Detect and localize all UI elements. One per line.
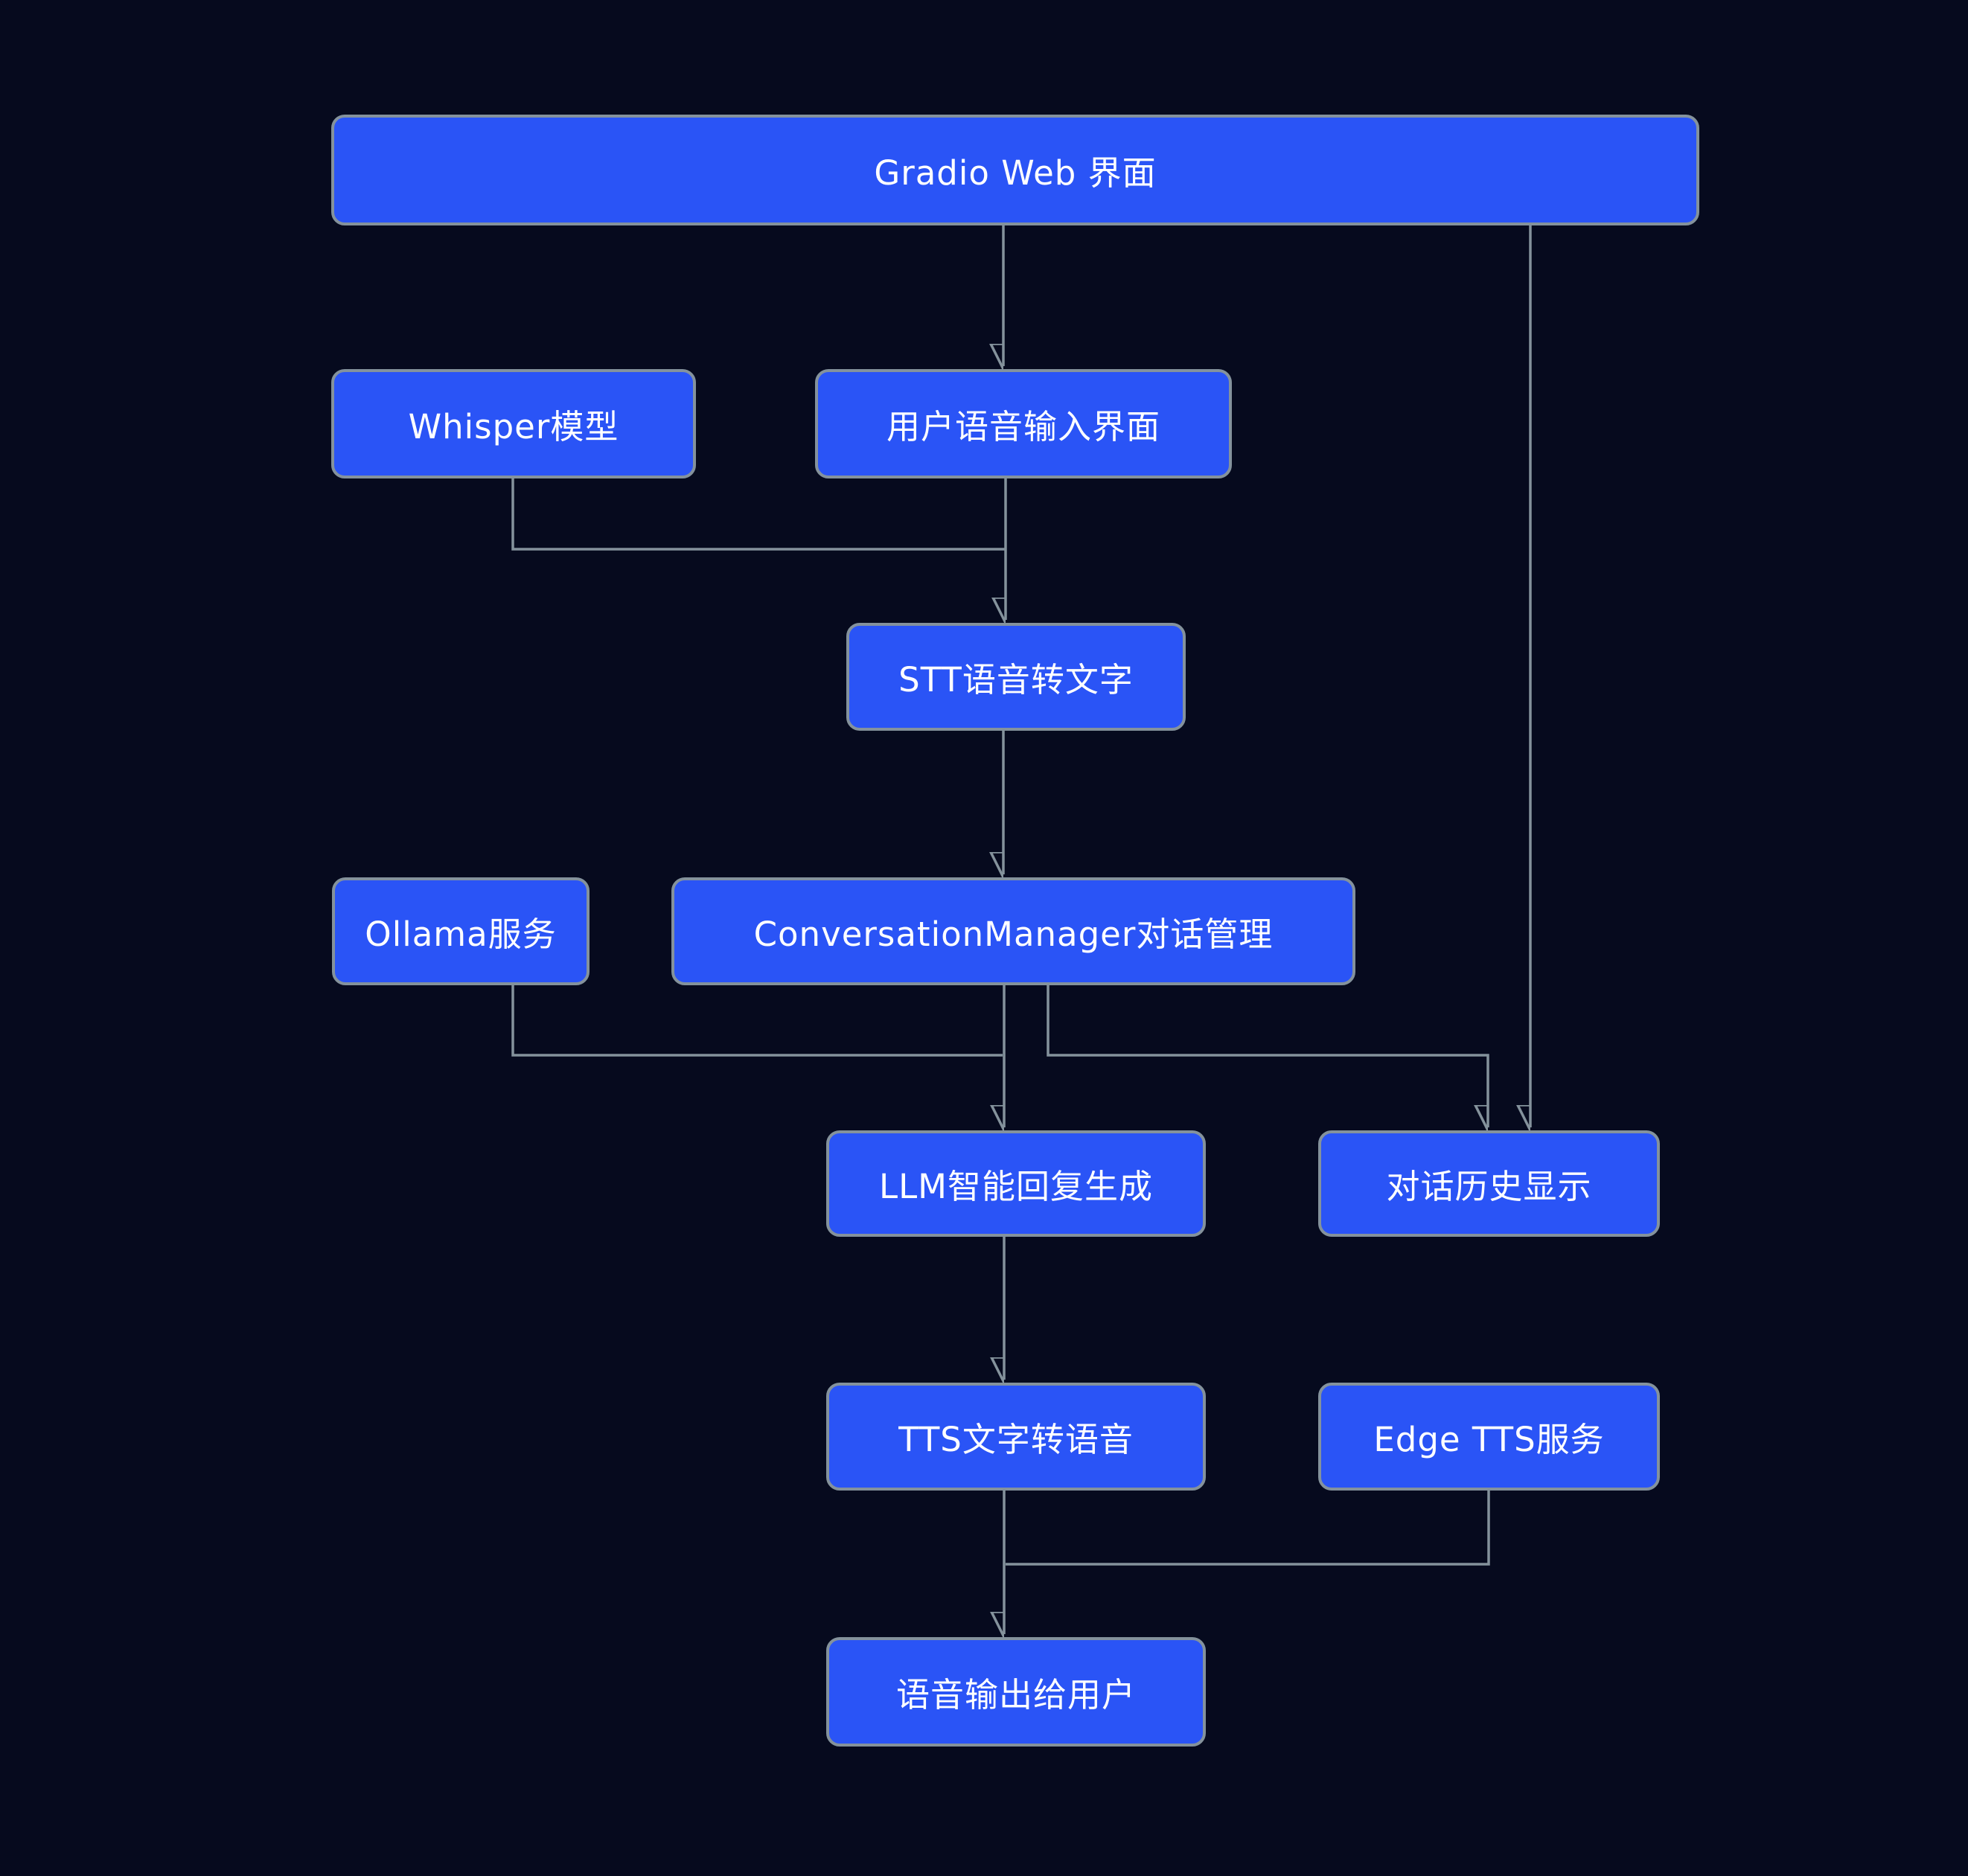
node-gradio-web-label: Gradio Web 界面 [874,153,1157,193]
edge-edge-tts-to-voice-output [1006,1491,1490,1566]
node-stt: STT语音转文字 [846,623,1186,731]
node-history-label: 对话历史显示 [1386,1167,1592,1206]
node-voice-output-label: 语音输出给用户 [895,1675,1136,1715]
node-llm: LLM智能回复生成 [826,1130,1206,1237]
node-stt-label: STT语音转文字 [898,660,1134,700]
node-voice-input: 用户语音输入界面 [815,369,1232,478]
edge-ollama-to-llm [511,985,1003,1057]
node-edge-tts: Edge TTS服务 [1318,1383,1660,1491]
node-ollama: Ollama服务 [332,877,590,985]
node-ollama-label: Ollama服务 [365,915,557,954]
node-tts-label: TTS文字转语音 [898,1420,1134,1459]
node-whisper: Whisper模型 [331,369,696,478]
node-voice-output: 语音输出给用户 [826,1637,1206,1747]
node-llm-label: LLM智能回复生成 [879,1167,1153,1206]
node-voice-input-label: 用户语音输入界面 [886,407,1160,446]
node-tts: TTS文字转语音 [826,1383,1206,1491]
node-whisper-label: Whisper模型 [408,407,619,446]
node-conversation-manager-label: ConversationManager对话管理 [753,915,1274,954]
node-conversation-manager: ConversationManager对话管理 [671,877,1355,985]
edge-whisper-to-stt [511,478,1006,551]
node-history: 对话历史显示 [1318,1130,1660,1237]
node-gradio-web: Gradio Web 界面 [331,115,1699,225]
edge-conversation-manager-to-history [1047,985,1489,1127]
node-edge-tts-label: Edge TTS服务 [1373,1420,1605,1459]
